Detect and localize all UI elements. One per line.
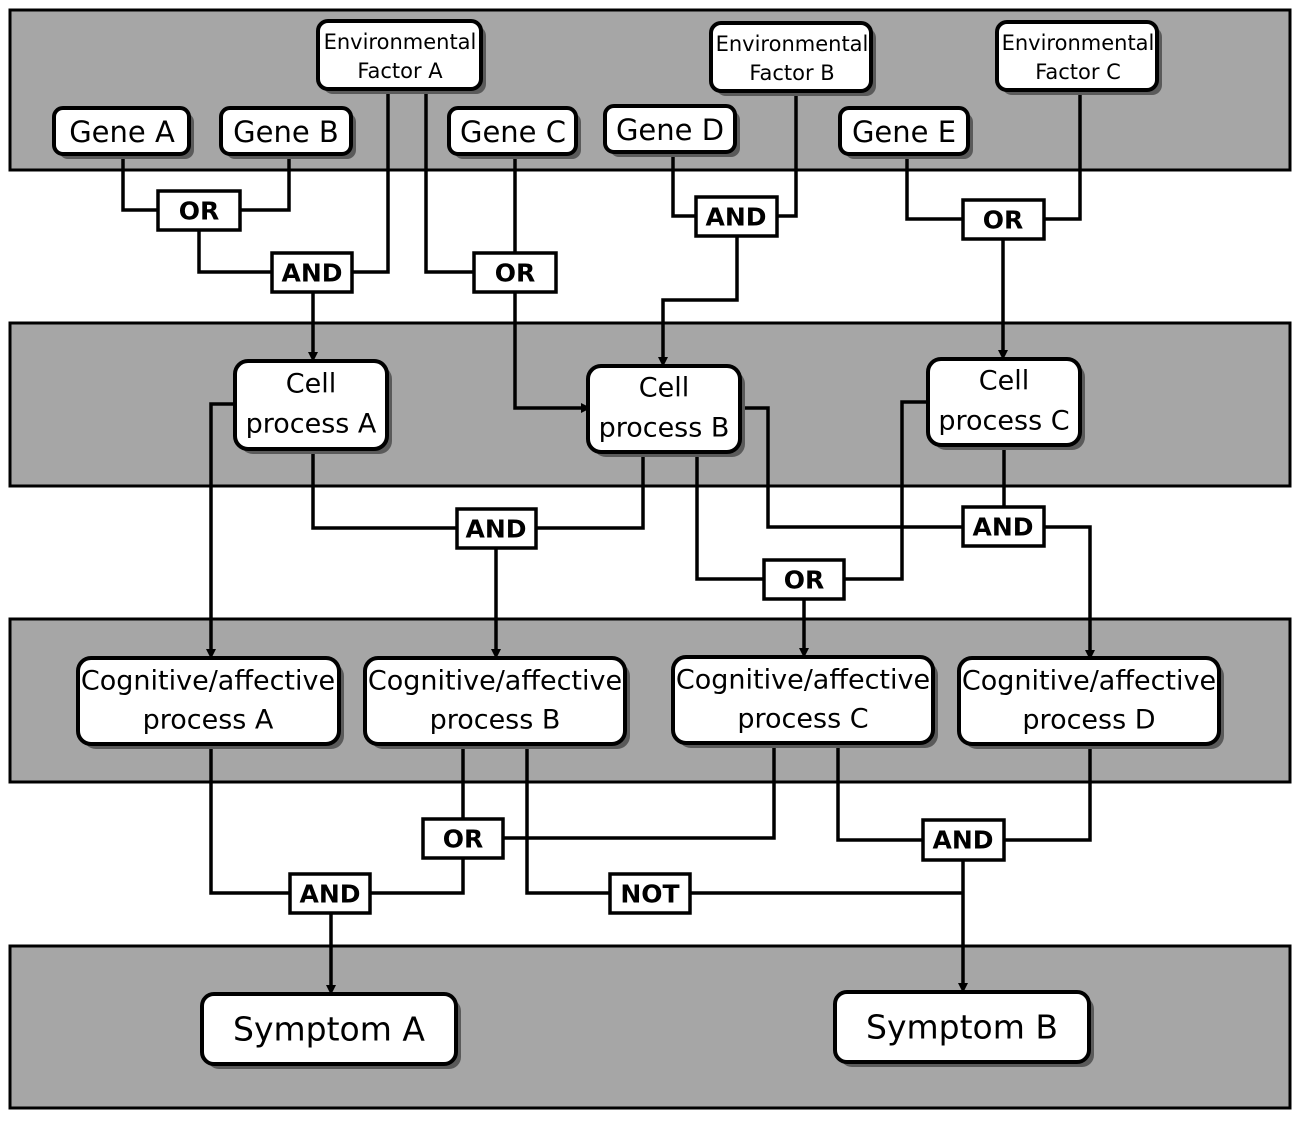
gate-label: OR xyxy=(983,206,1024,235)
gate-and-cog-c-d: AND xyxy=(921,818,1006,862)
gate-and-cell-b-c: AND xyxy=(961,505,1046,548)
cognitive-affective-process-d-line-1: Cognitive/affective xyxy=(962,666,1216,697)
gene-b-label: Gene B xyxy=(233,115,339,149)
cell-process-a-line-1: Cell xyxy=(286,369,336,400)
gene-a-label: Gene A xyxy=(69,115,175,149)
gene-e-node: Gene E xyxy=(838,106,973,159)
cognitive-affective-process-c-line-2: process C xyxy=(737,704,868,735)
cell-process-b-line-1: Cell xyxy=(639,373,689,404)
gate-and-symptom-a: AND xyxy=(288,872,372,915)
cell-process-a-line-2: process A xyxy=(246,409,377,440)
gate-label: AND xyxy=(972,513,1033,542)
gate-label: OR xyxy=(495,259,536,288)
gene-a-node: Gene A xyxy=(52,106,194,159)
cell-process-a-node: Cell process A xyxy=(233,359,392,454)
connection-wires xyxy=(121,88,1095,995)
gate-label: AND xyxy=(465,515,526,544)
environmental-factor-c-line-2: Factor C xyxy=(1035,60,1121,84)
cell-process-c-line-1: Cell xyxy=(979,366,1029,397)
gate-label: OR xyxy=(443,825,484,854)
environmental-factor-a-node: Environmental Factor A xyxy=(316,19,486,94)
cell-process-c-node: Cell process C xyxy=(926,357,1085,450)
environmental-factor-b-line-1: Environmental xyxy=(716,32,869,56)
gate-label: OR xyxy=(179,197,220,226)
cognitive-affective-process-c-node: Cognitive/affective process C xyxy=(671,655,938,748)
gene-d-label: Gene D xyxy=(616,113,724,147)
gate-label: AND xyxy=(281,259,342,288)
cognitive-affective-process-b-node: Cognitive/affective process B xyxy=(363,656,630,749)
gate-and-gene-d-env-b: AND xyxy=(694,195,779,238)
symptom-a-label: Symptom A xyxy=(233,1010,425,1049)
gene-c-label: Gene C xyxy=(460,115,566,149)
cell-process-b-line-2: process B xyxy=(599,413,730,444)
symptom-b-label: Symptom B xyxy=(866,1008,1058,1047)
environmental-factor-b-node: Environmental Factor B xyxy=(709,21,876,96)
gate-label: NOT xyxy=(620,880,679,909)
gate-label: AND xyxy=(932,826,993,855)
gate-label: AND xyxy=(299,880,360,909)
gate-and-env-a: AND xyxy=(270,251,354,294)
cell-process-b-node: Cell process B xyxy=(586,364,745,457)
cognitive-affective-process-a-line-2: process A xyxy=(143,705,274,736)
symptom-a-node: Symptom A xyxy=(200,992,461,1069)
gate-or-env-a-gene-c: OR xyxy=(472,251,558,294)
symptom-b-node: Symptom B xyxy=(833,990,1094,1067)
cognitive-affective-process-b-line-1: Cognitive/affective xyxy=(368,666,622,697)
environmental-factor-a-line-2: Factor A xyxy=(357,59,443,83)
environmental-factor-c-line-1: Environmental xyxy=(1002,31,1155,55)
cognitive-affective-process-a-node: Cognitive/affective process A xyxy=(76,656,344,749)
cell-process-c-line-2: process C xyxy=(938,406,1069,437)
cognitive-affective-process-b-line-2: process B xyxy=(430,705,561,736)
environmental-factor-b-line-2: Factor B xyxy=(749,61,834,85)
gate-and-cell-a-b: AND xyxy=(455,507,538,550)
cognitive-affective-process-c-line-1: Cognitive/affective xyxy=(676,665,930,696)
gate-not-cog-b: NOT xyxy=(608,872,692,915)
gate-label: OR xyxy=(784,566,825,595)
gene-b-node: Gene B xyxy=(219,106,356,159)
cognitive-affective-process-a-line-1: Cognitive/affective xyxy=(81,666,335,697)
environmental-factor-a-line-1: Environmental xyxy=(324,30,477,54)
cognitive-affective-process-d-node: Cognitive/affective process D xyxy=(957,656,1224,749)
gene-e-label: Gene E xyxy=(852,115,956,149)
gate-or-cell-b-c: OR xyxy=(762,558,846,601)
gene-d-node: Gene D xyxy=(603,104,740,157)
cognitive-affective-process-d-line-2: process D xyxy=(1022,705,1155,736)
gate-label: AND xyxy=(705,203,766,232)
gate-or-cog-b-c: OR xyxy=(421,817,505,860)
environmental-factor-c-node: Environmental Factor C xyxy=(995,20,1162,95)
gate-or-genes-a-b: OR xyxy=(156,189,242,232)
gene-c-node: Gene C xyxy=(447,106,581,159)
gate-or-gene-e-env-c: OR xyxy=(961,198,1046,241)
